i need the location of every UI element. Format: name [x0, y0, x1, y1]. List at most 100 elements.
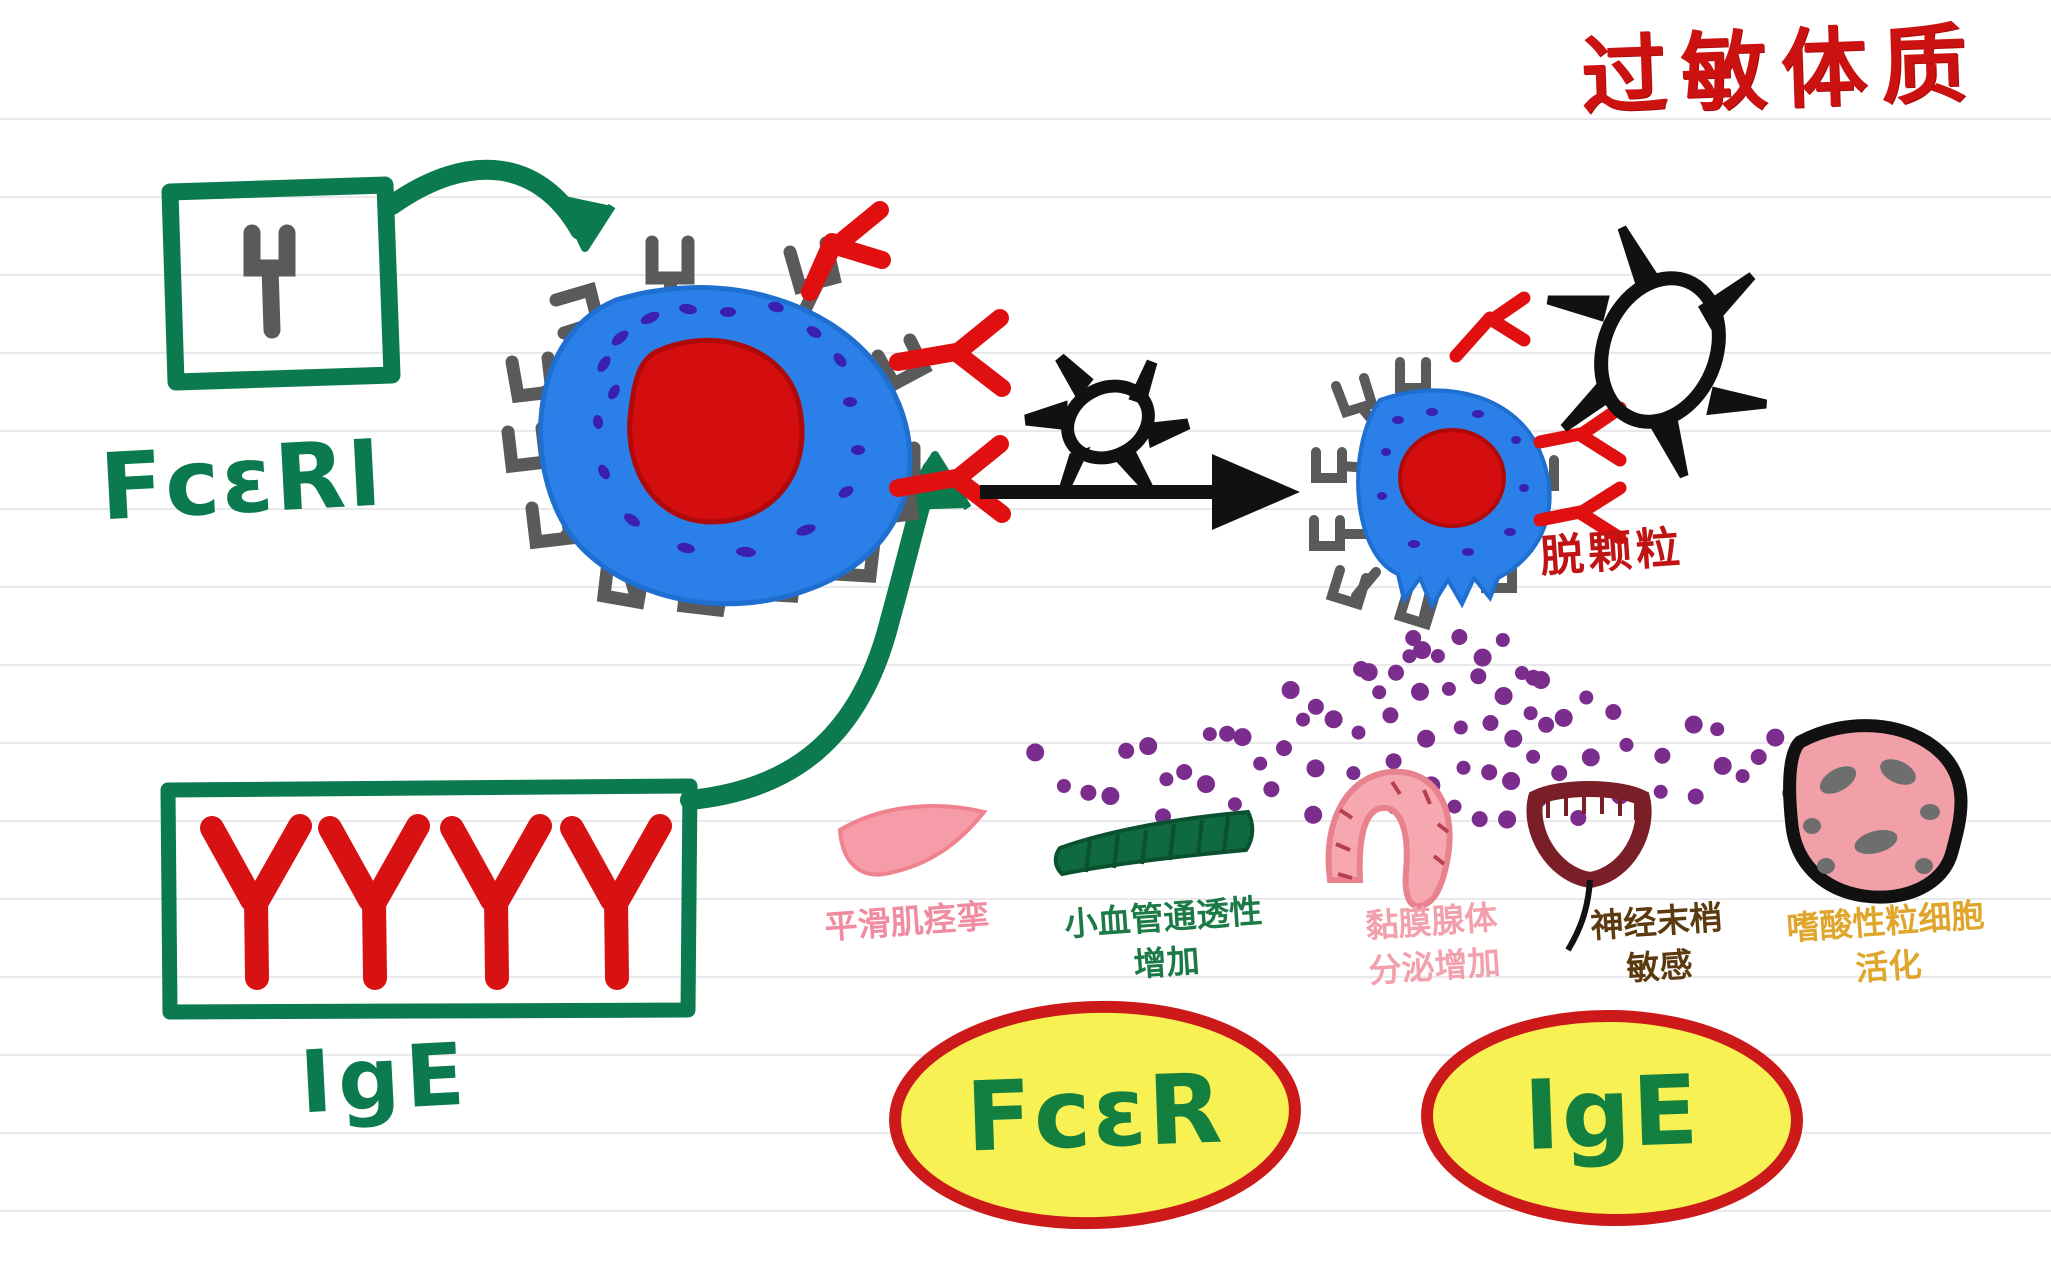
granule-dot — [1735, 769, 1750, 784]
granule-dot — [1494, 687, 1513, 705]
y-antibody-icon — [318, 814, 430, 990]
y-antibody-icon — [440, 814, 552, 990]
granule-dot — [1456, 760, 1471, 775]
granule-dot — [1405, 630, 1422, 646]
y-antibody-icon — [1533, 481, 1627, 545]
granule-dot — [1417, 729, 1436, 748]
granule-dot — [1359, 663, 1378, 682]
mast-cell-activated — [1026, 225, 1873, 829]
granule-dot — [1453, 720, 1468, 735]
granule-dot — [1307, 698, 1324, 715]
granule-dot — [1766, 728, 1785, 747]
granule-dot — [1233, 728, 1252, 747]
activation-arrow — [980, 454, 1300, 530]
granule-dot — [1304, 805, 1323, 824]
granule-dot — [1498, 810, 1517, 829]
effect-label-eosinophil: 嗜酸性粒细胞 活化 — [1785, 895, 1986, 988]
granule-dot — [1056, 779, 1071, 793]
granule-dot — [1526, 749, 1541, 764]
granule-dot — [1159, 772, 1174, 787]
y-receptor-icon — [1309, 515, 1371, 551]
y-antibody-icon — [200, 814, 312, 990]
y-antibody-icon — [560, 814, 672, 990]
granule-dot — [1382, 707, 1399, 724]
receptor-legend-border — [161, 176, 401, 391]
granule-dot — [1523, 706, 1538, 721]
granule-dot — [1684, 715, 1703, 734]
antibody-legend-border — [160, 778, 698, 1020]
granule-dot — [1495, 633, 1510, 647]
granule-dot — [1430, 649, 1445, 663]
granule-dot — [1502, 772, 1521, 790]
granule-dot — [1324, 710, 1343, 729]
y-antibody-icon — [801, 201, 891, 301]
receptor-legend-label: FcεRI — [97, 419, 387, 542]
granule-dot — [1451, 629, 1468, 645]
y-receptor-icon — [243, 224, 296, 339]
eosinophil-icon — [1783, 719, 1968, 904]
granule-dot — [1551, 765, 1568, 782]
granule-dot — [1447, 799, 1462, 814]
granule-dot — [1441, 681, 1456, 696]
mast-cell-resting — [501, 201, 1011, 618]
highlight-label-fcer: FcεR — [964, 1052, 1226, 1174]
granule-dot — [1388, 664, 1404, 681]
highlight-label-ige: IgE — [1522, 1053, 1702, 1173]
released-granules — [1026, 629, 1873, 829]
granule-dot — [1402, 649, 1417, 664]
crosslinked-ige-group — [1449, 291, 1627, 545]
granule-dot — [1413, 641, 1432, 660]
small-blood-vessel-icon — [1053, 809, 1255, 877]
granule-dot — [1687, 788, 1704, 805]
granule-dot — [1281, 681, 1300, 699]
granule-dot — [1473, 648, 1492, 667]
activated-nucleus — [1398, 428, 1506, 528]
allergen-spikes — [1024, 353, 1191, 493]
granule-dot — [1504, 729, 1523, 748]
granule-dot — [1581, 748, 1600, 767]
granule-dot — [1471, 811, 1488, 828]
y-antibody-icon-group — [200, 814, 672, 990]
granule-dot — [1372, 685, 1387, 700]
granule-dot — [1276, 740, 1292, 757]
granule-dot — [1026, 743, 1045, 762]
granule-dot — [1470, 668, 1487, 685]
granule-dot — [1306, 759, 1325, 778]
receptor-to-cell-arrow — [382, 159, 616, 252]
granule-dot — [1654, 747, 1671, 764]
granule-dot — [1346, 766, 1361, 781]
granule-dot — [1197, 775, 1215, 794]
y-antibody-icon — [889, 309, 1011, 397]
granule-dot — [1101, 787, 1120, 805]
granule-dot — [1411, 682, 1429, 701]
granule-dot — [1538, 716, 1555, 733]
granule-dot — [1263, 781, 1280, 798]
granule-dot — [1253, 756, 1268, 771]
granule-dot — [1619, 737, 1634, 752]
granule-dot — [1118, 742, 1135, 759]
granule-dot — [1351, 725, 1366, 740]
granule-dot — [1481, 764, 1498, 781]
granule-dot — [1385, 753, 1402, 770]
antibody-legend-box — [160, 778, 698, 1020]
activated-granules — [1377, 408, 1529, 556]
allergen-particle-bound — [1546, 225, 1768, 479]
effect-label-vessel-permeability: 小血管通透性 增加 — [1063, 891, 1264, 984]
highlight-fcer — [889, 1000, 1301, 1230]
granule-dot — [1219, 725, 1236, 742]
granule-dot — [1227, 797, 1242, 812]
granule-dot — [1176, 764, 1193, 780]
allergen-particle — [1024, 353, 1191, 493]
receptor-legend-box — [161, 176, 401, 391]
granule-dot — [1750, 749, 1767, 765]
degranulation-label: 脱颗粒 — [1538, 522, 1686, 583]
mast-cell-nucleus — [627, 337, 805, 525]
effect-label-mucosal-gland: 黏膜腺体 分泌增加 — [1364, 897, 1502, 991]
cytoplasmic-granules — [592, 301, 865, 558]
bound-ige-group — [801, 201, 1011, 523]
granule-dot — [1713, 756, 1732, 775]
granule-dot — [1532, 671, 1550, 689]
nerve-ending-icon — [1526, 781, 1652, 952]
